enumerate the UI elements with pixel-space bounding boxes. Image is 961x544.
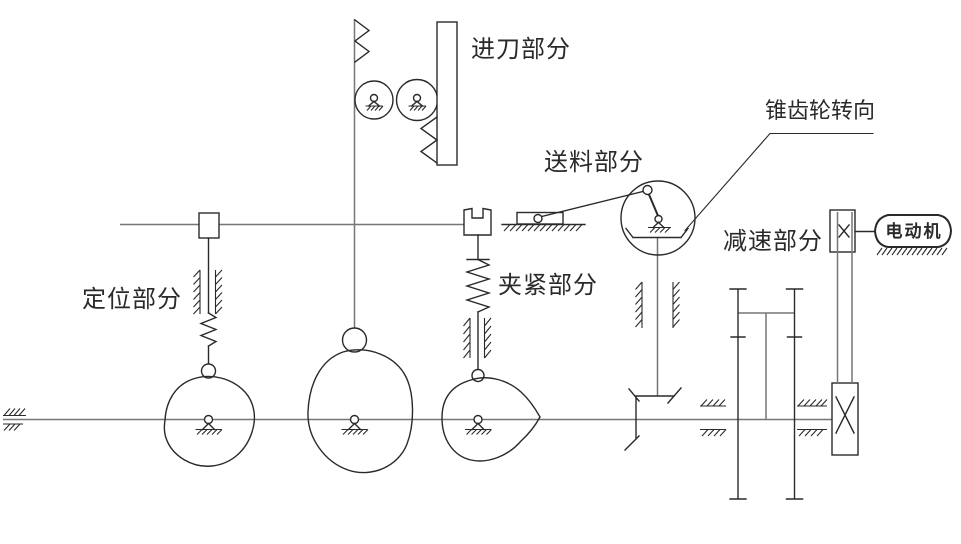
clamping-mechanism <box>441 207 541 462</box>
crank-pin <box>642 184 653 196</box>
tool-slide-rack-teeth <box>419 116 439 164</box>
belt-drive <box>829 209 953 456</box>
clamping-spring <box>464 258 492 313</box>
pivot-feed-cam <box>341 414 369 435</box>
gear-shaft-right <box>785 288 804 500</box>
feeding-mechanism <box>501 180 696 256</box>
camshaft-left-bearing <box>3 408 26 431</box>
pivot-positioning-cam <box>195 414 223 435</box>
pulley-upper-x-mark <box>838 224 850 238</box>
connecting-rod <box>540 189 648 218</box>
pivot-feed-gear-left <box>365 93 384 111</box>
gear-shaft-left <box>729 288 747 500</box>
pulley-upper <box>829 209 856 253</box>
camshaft-mid-bearing <box>700 399 727 437</box>
label-positioning-section: 定位部分 <box>82 286 182 313</box>
feed-cam-assembly <box>307 327 414 474</box>
positioning-block <box>198 212 220 239</box>
feed-section-mechanism <box>353 19 458 166</box>
bevel-gear-symbol-top <box>625 227 689 239</box>
label-feeding-section: 送料部分 <box>544 149 644 176</box>
feed-gear-left <box>354 80 394 120</box>
label-feed-section: 进刀部分 <box>471 36 571 63</box>
clamping-cam <box>441 377 541 462</box>
feed-roller <box>341 327 368 353</box>
vertical-shaft-and-bevel-pair <box>624 281 682 451</box>
motor-ground-hatch <box>876 247 948 256</box>
tool-slide <box>436 21 458 166</box>
bevel-note-leader-line <box>684 132 874 232</box>
belt-lines <box>836 212 853 383</box>
label-motor: 电动机 <box>885 222 943 241</box>
pivot-clamping-cam <box>465 414 492 435</box>
positioning-mechanism <box>163 212 256 467</box>
camshaft-right-bearing <box>797 399 828 437</box>
label-reduction-section: 减速部分 <box>723 228 823 255</box>
motor-outline <box>873 214 953 248</box>
pulley-lower <box>831 382 859 456</box>
positioning-cam <box>163 375 256 467</box>
pulley-lower-x-mark <box>835 396 855 434</box>
bevel-gear-pair-bottom <box>624 387 682 451</box>
feed-cam <box>307 349 414 474</box>
rack-teeth-rod <box>353 19 371 63</box>
label-bevel-gear-note: 锥齿轮转向 <box>765 98 876 123</box>
pivot-crank <box>648 214 671 233</box>
slider-pin <box>533 213 543 224</box>
reduction-gear-train <box>729 288 804 500</box>
crank-arm <box>646 189 660 219</box>
pivot-feed-gear-right <box>408 93 427 111</box>
crank-circle <box>620 180 696 256</box>
frame-lines <box>3 19 832 421</box>
positioning-spring <box>199 312 218 347</box>
positioning-roller <box>200 363 217 379</box>
label-clamping-section: 夹紧部分 <box>498 272 598 299</box>
clamping-jaw-block <box>463 207 492 236</box>
